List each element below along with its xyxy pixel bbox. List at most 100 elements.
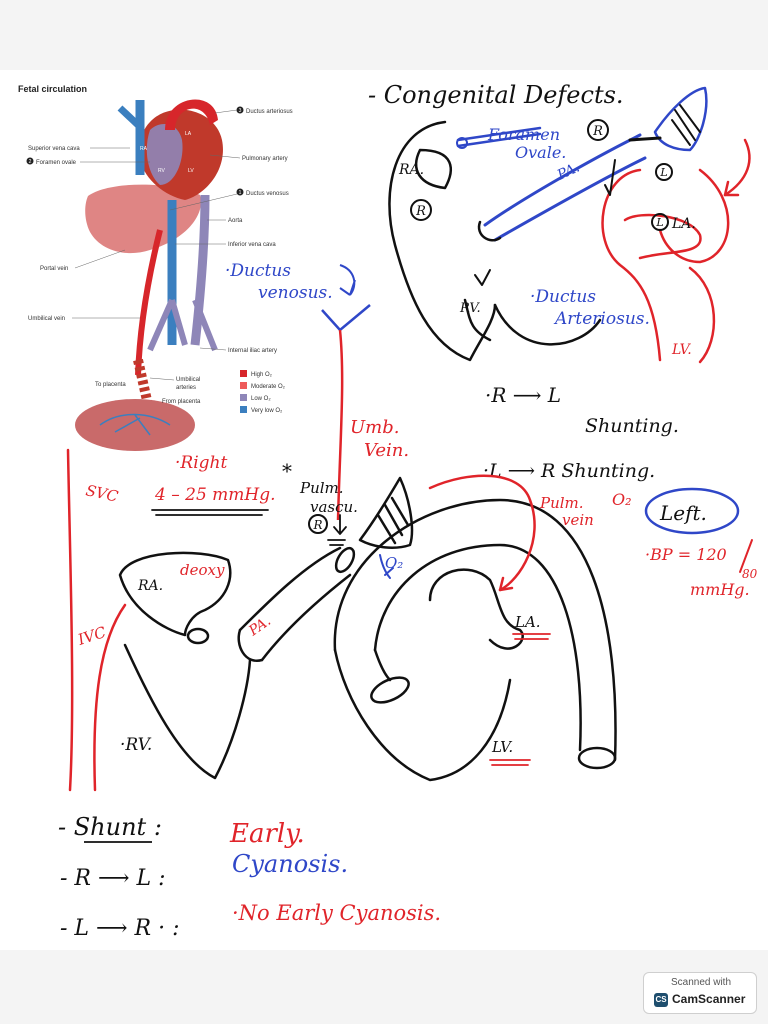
lung-top-hatch: [671, 104, 701, 146]
label-pulm-vasc-1: Pulm.: [299, 479, 344, 497]
label-pulm-vein-1: Pulm.: [539, 494, 584, 512]
circle-r-bottom: [308, 514, 328, 534]
label-umb-vein-2: Vein.: [364, 440, 409, 461]
figure-legend: High O₂ Moderate O₂ Low O₂ Very low O₂: [240, 370, 286, 414]
circle-r-left: [410, 199, 432, 221]
umbilical-vein-red-line: [336, 329, 344, 521]
label-r-to-l-shunting: Shunting.: [585, 415, 679, 437]
pa-tube-upper: [238, 546, 342, 632]
ductus-connection: [628, 136, 662, 142]
pa-opening: [334, 546, 356, 574]
label-l-to-r-shunting: ·L ⟶ R Shunting.: [483, 460, 655, 482]
circle-l-la: [651, 213, 669, 231]
la-chamber: [428, 568, 524, 650]
red-arrow-head: [723, 180, 740, 197]
aortic-arch: [165, 99, 218, 130]
pulm-o2-arrow: [379, 554, 394, 579]
ivc-red-line: [93, 603, 127, 792]
label-ductus-venosus-1: ·Ductus: [225, 261, 291, 281]
watermark-brand: CamScanner: [672, 992, 746, 1006]
shunt-summary: - Shunt : Early. - R ⟶ L : Cyanosis. - L…: [58, 813, 441, 941]
label-rv-bottom: ·RV.: [120, 735, 152, 755]
label-o2-red: O₂: [612, 490, 632, 509]
foramen-opening: [456, 137, 468, 149]
label-pulm-vein-2: vein: [562, 511, 594, 529]
label-aorta: Aorta: [228, 218, 243, 224]
lung-blob: [358, 476, 414, 549]
camscanner-watermark: Scanned with CS CamScanner: [643, 972, 757, 1014]
label-ductus-arteriosus: Ductus arteriosus: [246, 109, 293, 115]
label-early: Early.: [229, 819, 305, 849]
pa-opening: [477, 220, 502, 242]
placenta-vessels: [99, 413, 171, 436]
ductus-venosus-notes: ·Ductus venosus. Umb. Vein.: [225, 261, 409, 521]
label-portal-vein: Portal vein: [40, 266, 68, 272]
label-pressure-right: 4 – 25 mmHg.: [154, 485, 276, 505]
camscanner-logo-icon: CS: [654, 993, 668, 1007]
aorta-outer-arch: [333, 498, 617, 762]
label-r-l: - R ⟶ L :: [60, 866, 166, 891]
left-circle-outline: [644, 487, 740, 535]
leader-iliac: [199, 347, 227, 351]
pulm-vasc-arrow: [327, 514, 347, 546]
circle-r-top: [587, 119, 609, 141]
label-ductus-arteriosus-1: ·Ductus: [530, 287, 596, 307]
venosus-curve-arrow: [339, 264, 356, 296]
circle-l-top-text: L: [659, 166, 667, 179]
legend-label-very-low: Very low O₂: [251, 408, 283, 414]
label-lv-fig: LV: [188, 168, 194, 174]
label-pulmonary-artery: Pulmonary artery: [242, 156, 288, 162]
label-no-early-cyanosis: ·No Early Cyanosis.: [232, 901, 441, 925]
circle-r-left-text: R: [415, 204, 426, 219]
aorta-inner-arch: [373, 543, 582, 752]
bottom-heart-drawing: SVC IVC: [66, 448, 758, 792]
ra-chamber-top: [414, 148, 452, 190]
label-deoxy: deoxy: [180, 561, 225, 579]
label-lv-top: LV.: [671, 342, 692, 358]
legend-swatch-low: [240, 394, 247, 401]
pulmonary-artery-top: [483, 133, 642, 227]
pulm-vein-red-curve: [428, 474, 536, 592]
label-ductus-venosus-2: venosus.: [258, 283, 333, 303]
label-umbilical-vein: Umbilical vein: [28, 316, 65, 322]
la-underline: [512, 633, 551, 640]
label-pa-bottom: PA.: [245, 613, 274, 640]
leader-ductus-art: [214, 109, 238, 114]
label-o2-blue: O₂: [385, 554, 403, 572]
label-svc: SVC: [84, 481, 120, 505]
label-foramen: Foramen ovale: [36, 160, 77, 166]
label-r-to-l: ·R ⟶ L: [485, 383, 561, 407]
venosus-y-connector: [321, 304, 371, 332]
label-svc: Superior vena cava: [28, 146, 80, 152]
leader-pulm-art: [209, 154, 241, 159]
label-pulm-vasc-2: vascu.: [310, 498, 358, 516]
pa-tube-lower: [260, 573, 352, 662]
label-la-top: LA.: [671, 216, 696, 232]
label-lv-bottom: LV.: [491, 738, 513, 756]
label-cyanosis: Cyanosis.: [232, 850, 348, 878]
watermark-scanned-with: Scanned with: [670, 977, 732, 988]
label-umb-vein-1: Umb.: [350, 417, 399, 438]
heading-congenital-defects: - Congenital Defects.: [368, 81, 624, 109]
umbilical-vein-vessel: [135, 229, 163, 376]
lv-red-outline: [688, 266, 716, 364]
label-from-placenta: From placenta: [162, 399, 201, 405]
rv-arrow: [474, 269, 491, 286]
label-la-fig: LA: [185, 131, 192, 137]
label-ductus-arteriosus-2: Arteriosus.: [553, 309, 650, 329]
aortic-arch-red: [658, 168, 730, 264]
rv-left-wall: [463, 298, 492, 342]
leader-portal: [74, 249, 126, 269]
legend-swatch-high: [240, 370, 247, 377]
marker-3: [236, 106, 244, 114]
tricuspid-opening: [186, 627, 210, 645]
circle-r-bottom-text: R: [312, 518, 322, 532]
pulm-vein-red-arrowhead: [498, 576, 514, 592]
legend-swatch-moderate: [240, 382, 247, 389]
label-bp-1: ·BP = 120: [645, 545, 727, 564]
legend-label-moderate: Moderate O₂: [251, 384, 286, 390]
label-umbilical-arteries-2: arteries: [176, 385, 196, 391]
label-to-placenta: To placenta: [95, 382, 126, 388]
